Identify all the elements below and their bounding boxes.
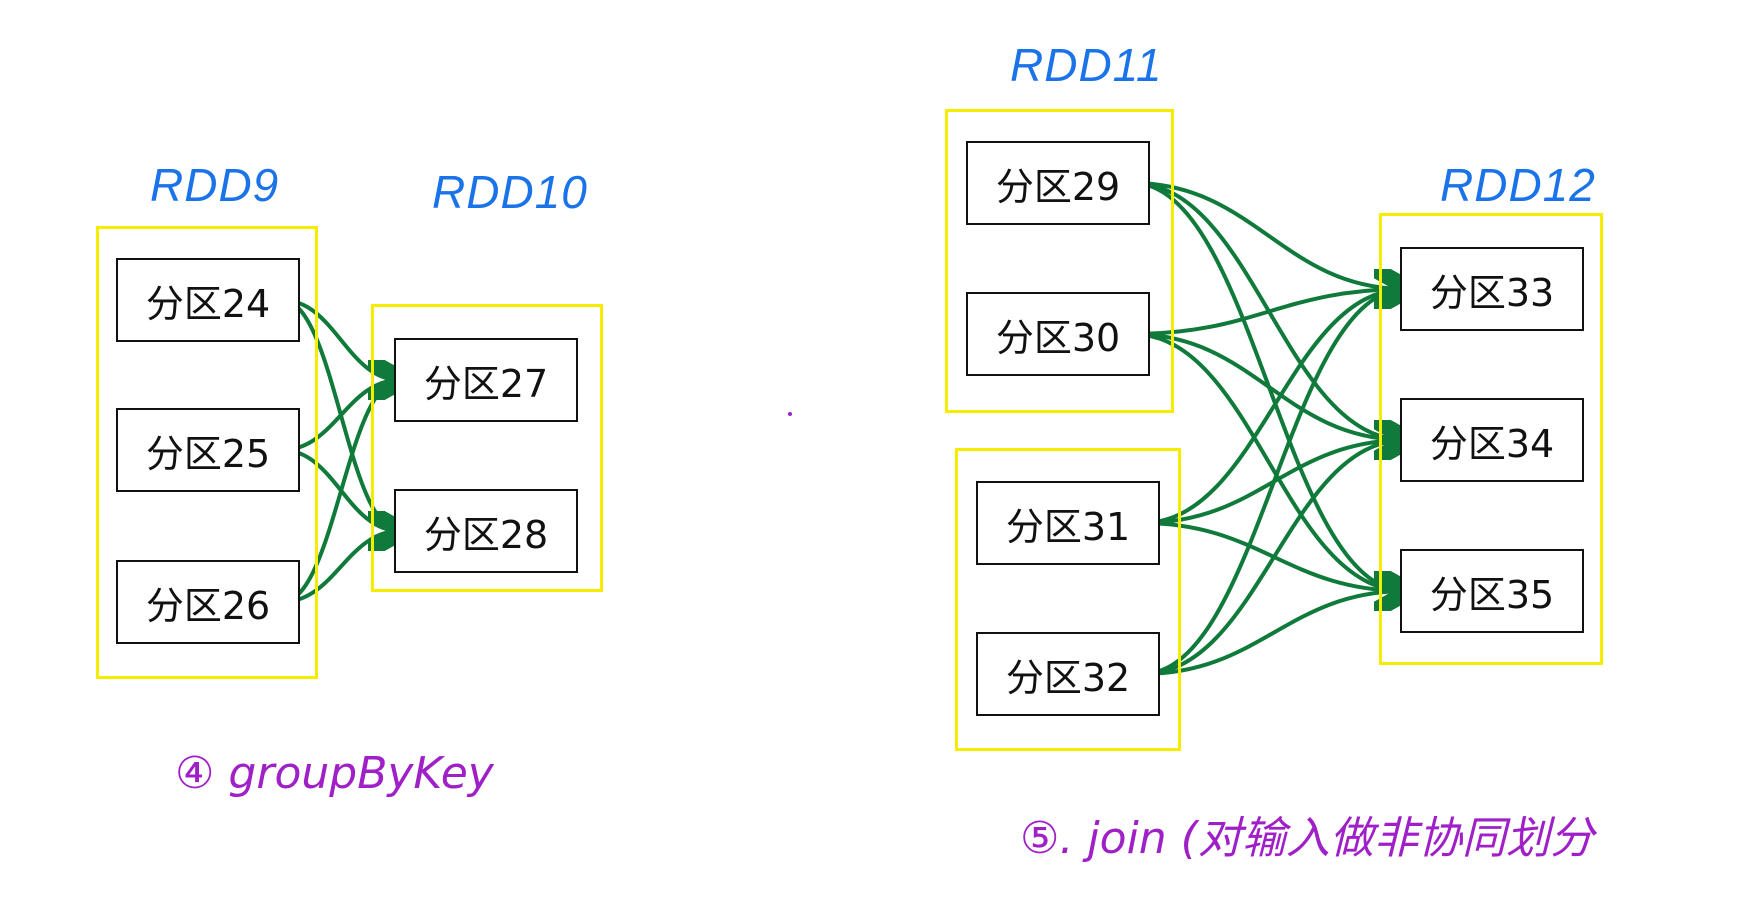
edge-p30-to-p35 xyxy=(1130,332,1406,591)
edge-p30-to-p33 xyxy=(1130,289,1406,336)
edge-p26-to-p27 xyxy=(280,380,400,604)
partition-31: 分区31 xyxy=(976,481,1160,565)
rdd10-frame xyxy=(371,304,603,592)
rdd10-title: RDD10 xyxy=(432,166,588,218)
partition-24: 分区24 xyxy=(116,258,300,342)
edge-p30-to-p34 xyxy=(1130,332,1406,440)
stray-dot xyxy=(788,412,792,416)
rdd12-frame xyxy=(1379,213,1603,665)
edge-p31-to-p33 xyxy=(1140,289,1406,525)
rdd9-title: RDD9 xyxy=(150,159,280,211)
partition-32: 分区32 xyxy=(976,632,1160,716)
caption-join: ⑤. join (对输入做非协同划分 xyxy=(1020,813,1594,864)
partition-30: 分区30 xyxy=(966,292,1150,376)
partition-26: 分区26 xyxy=(116,560,300,644)
partition-34: 分区34 xyxy=(1400,398,1584,482)
rdd11-frame-a xyxy=(945,109,1174,413)
partition-25: 分区25 xyxy=(116,408,300,492)
partition-35: 分区35 xyxy=(1400,549,1584,633)
partition-28: 分区28 xyxy=(394,489,578,573)
rdd12-title: RDD12 xyxy=(1440,159,1596,211)
edge-p32-to-p35 xyxy=(1140,591,1406,676)
partition-33: 分区33 xyxy=(1400,247,1584,331)
caption-groupbykey: ④ groupByKey xyxy=(175,748,494,799)
rdd11-title: RDD11 xyxy=(1010,39,1163,91)
partition-27: 分区27 xyxy=(394,338,578,422)
edge-p32-to-p33 xyxy=(1140,289,1406,676)
edge-p32-to-p34 xyxy=(1140,440,1406,676)
rdd11-frame-b xyxy=(955,448,1181,751)
edge-p29-to-p33 xyxy=(1130,181,1406,289)
partition-29: 分区29 xyxy=(966,141,1150,225)
rdd9-frame xyxy=(96,226,318,679)
